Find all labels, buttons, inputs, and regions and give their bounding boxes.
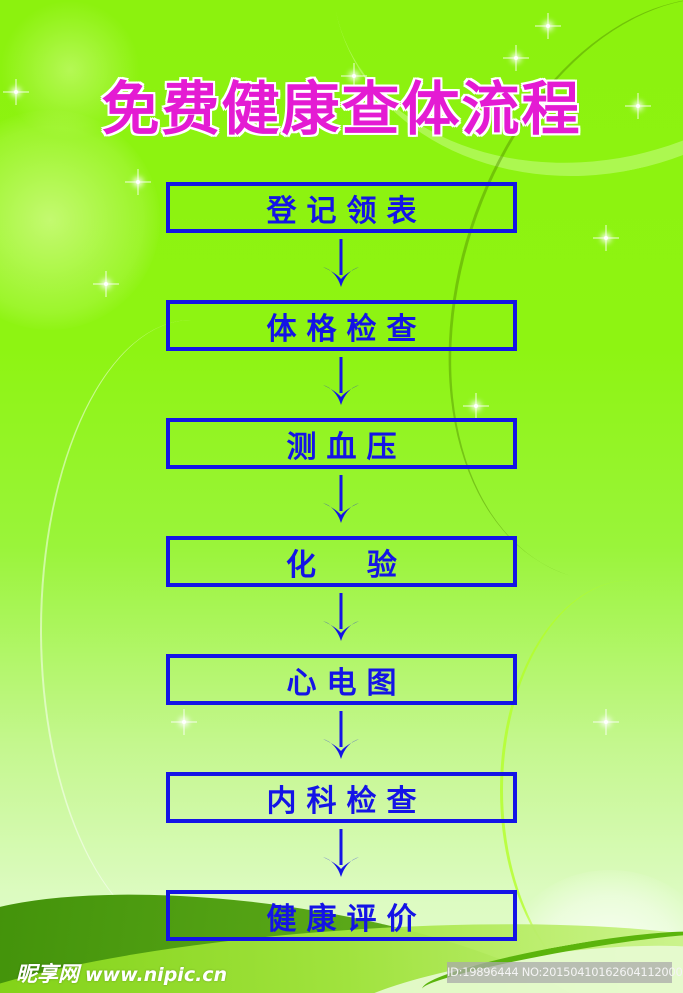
arrow-down-icon (323, 239, 359, 287)
step-box-physical-exam: 体格检查 (166, 300, 517, 351)
step-box-ecg: 心电图 (166, 654, 517, 705)
decorative-arc (500, 580, 683, 993)
sparkle-icon (514, 56, 518, 60)
step-label: 心电图 (286, 665, 407, 701)
step-box-register: 登记领表 (166, 182, 517, 233)
arrow-down-icon (323, 593, 359, 641)
step-label: 化 验 (286, 547, 407, 583)
arrow-down-icon (323, 829, 359, 877)
step-label: 内科检查 (266, 783, 427, 819)
watermark-id-stamp: ID:19896444 NO:20150410162604112000 (447, 962, 683, 983)
step-box-health-evaluation: 健康评价 (166, 890, 517, 941)
sparkle-icon (604, 720, 608, 724)
watermark-brand-name: 昵享网 (16, 962, 79, 986)
step-label: 测血压 (286, 429, 407, 465)
sparkle-icon (182, 720, 186, 724)
sparkle-icon (546, 24, 550, 28)
arrow-down-icon (323, 357, 359, 405)
sparkle-icon (604, 236, 608, 240)
sparkle-icon (136, 180, 140, 184)
step-label: 体格检查 (266, 311, 427, 347)
sparkle-icon (474, 404, 478, 408)
decorative-arc (40, 320, 342, 940)
sparkle-icon (104, 282, 108, 286)
watermark-url: www.nipic.cn (85, 964, 228, 986)
step-box-internal-medicine: 内科检查 (166, 772, 517, 823)
arrow-down-icon (323, 711, 359, 759)
step-box-blood-pressure: 测血压 (166, 418, 517, 469)
watermark-brand: 昵享网 www.nipic.cn (16, 958, 227, 988)
arrow-down-icon (323, 475, 359, 523)
step-box-lab-test: 化 验 (166, 536, 517, 587)
step-label: 登记领表 (266, 193, 427, 229)
step-label: 健康评价 (266, 901, 427, 937)
poster-title: 免费健康查体流程 (101, 75, 582, 143)
